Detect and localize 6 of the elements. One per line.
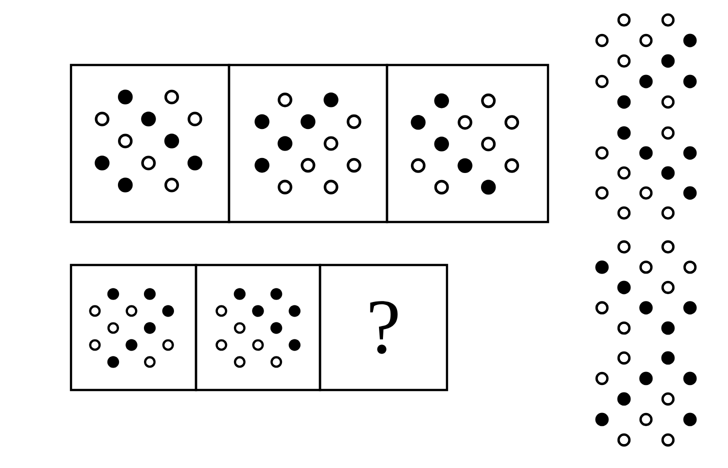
puzzle-panel <box>194 264 322 392</box>
puzzle-panel: ? <box>318 264 448 392</box>
puzzle-panel <box>70 64 230 224</box>
puzzle-panel <box>228 64 388 224</box>
puzzle-panel <box>70 264 198 392</box>
puzzle-panel <box>386 64 550 224</box>
